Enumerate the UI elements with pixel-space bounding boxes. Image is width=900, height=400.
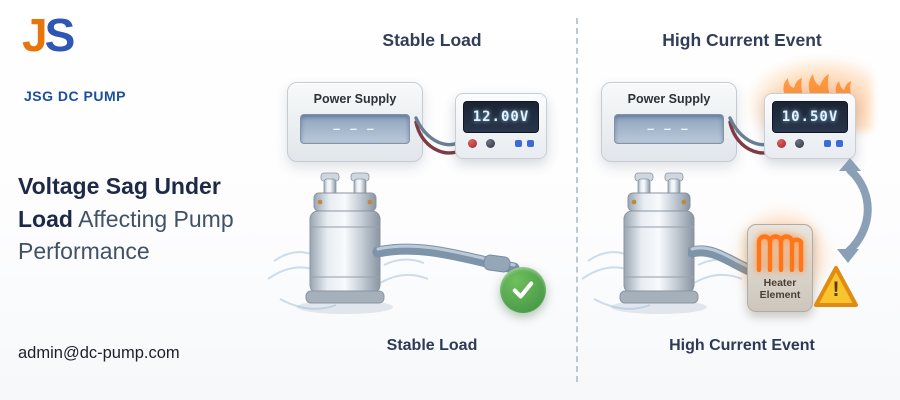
power-supply-label: Power Supply	[627, 92, 711, 106]
brand-logo: JS	[22, 9, 76, 61]
heater-coil-icon	[756, 234, 804, 273]
meter-knob-dark	[795, 139, 804, 148]
headline: Voltage Sag Under Load Affecting Pump Pe…	[18, 170, 270, 268]
multimeter-screen: 12.00V	[463, 101, 539, 133]
meter-knob-red	[777, 139, 786, 148]
contact-email: admin@dc-pump.com	[18, 344, 180, 362]
power-supply-display: – – –	[614, 114, 724, 144]
heater-element-label: Heater Element	[759, 277, 801, 302]
meter-button	[515, 140, 522, 147]
logo-letter-j: J	[22, 9, 48, 61]
heater-element-block: Heater Element	[747, 224, 813, 312]
pump-illustration	[268, 172, 428, 314]
panel-divider	[576, 18, 578, 382]
event-panel-caption: High Current Event	[669, 337, 815, 354]
headline-regular: Affecting Pump Performance	[18, 205, 234, 265]
warning-exclamation: !	[832, 278, 840, 301]
event-panel-title: High Current Event	[662, 30, 822, 50]
meter-button	[527, 140, 534, 147]
multimeter: 10.50V	[764, 93, 856, 159]
feedback-arrow-icon	[837, 158, 872, 263]
multimeter: 12.00V	[455, 93, 547, 159]
brand-name: JSG DC PUMP	[24, 88, 126, 104]
warning-icon: !	[812, 264, 860, 310]
power-supply-box: Power Supply – – –	[601, 82, 737, 162]
status-ok-icon	[500, 267, 546, 313]
meter-button	[824, 140, 831, 147]
power-supply-display: – – –	[300, 114, 410, 144]
headline-bold: Voltage Sag Under Load	[18, 173, 221, 232]
stable-panel-title: Stable Load	[382, 30, 482, 50]
meter-button	[836, 140, 843, 147]
stable-panel-caption: Stable Load	[386, 337, 478, 354]
power-supply-label: Power Supply	[313, 92, 397, 106]
pump-hose	[372, 243, 520, 274]
meter-knob-red	[468, 139, 477, 148]
voltage-reading: 12.00V	[472, 109, 530, 125]
voltage-reading: 10.50V	[781, 109, 839, 125]
power-supply-box: Power Supply – – –	[287, 82, 423, 162]
meter-knob-dark	[486, 139, 495, 148]
pump-illustration	[582, 172, 742, 314]
logo-letter-s: S	[44, 9, 76, 61]
multimeter-screen: 10.50V	[772, 101, 848, 133]
